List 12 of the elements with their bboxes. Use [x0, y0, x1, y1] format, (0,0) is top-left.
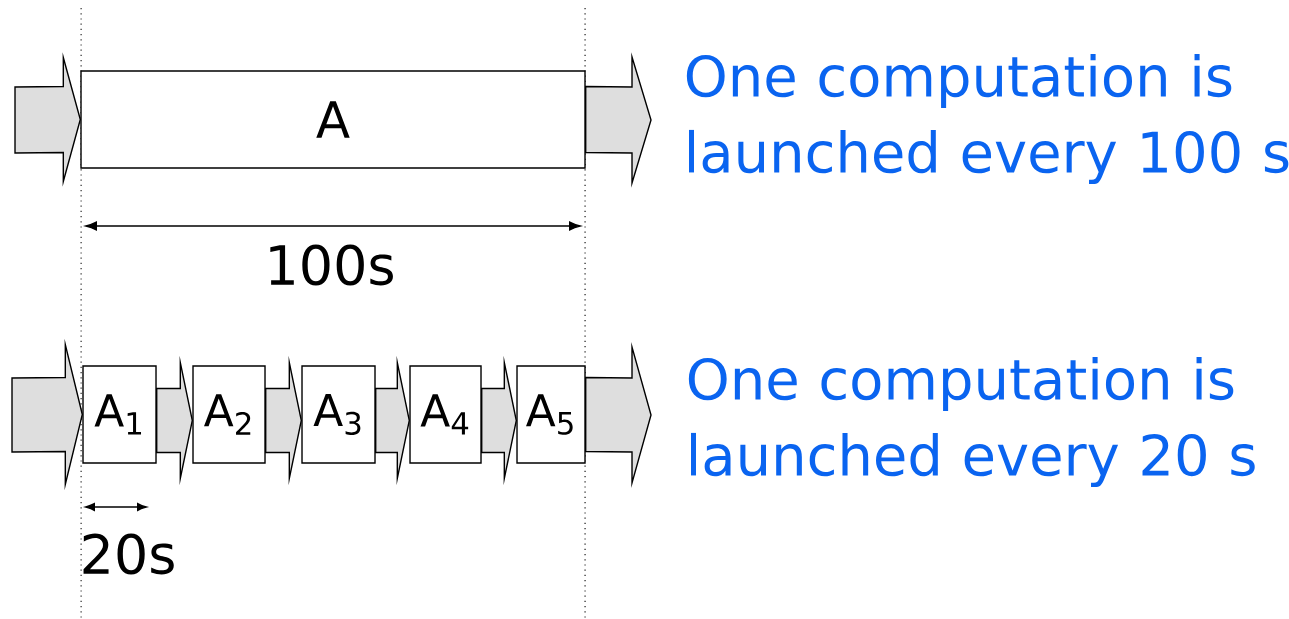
- dimension-label: 20s: [83, 533, 174, 575]
- process-box: A$_{1}$: [82, 365, 157, 464]
- block-arrow: [585, 341, 652, 489]
- process-box: A$_{2}$: [192, 365, 266, 464]
- note-text: One computation is launched every 100 s: [686, 53, 1289, 185]
- process-box: A: [80, 70, 586, 169]
- process-box: A$_{5}$: [516, 365, 586, 464]
- dimension-label: 100s: [270, 244, 393, 286]
- block-arrow: [585, 52, 652, 188]
- note-text: One computation is launched every 20 s: [688, 356, 1255, 488]
- process-box: A$_{4}$: [409, 365, 482, 464]
- process-box: A$_{3}$: [301, 365, 376, 464]
